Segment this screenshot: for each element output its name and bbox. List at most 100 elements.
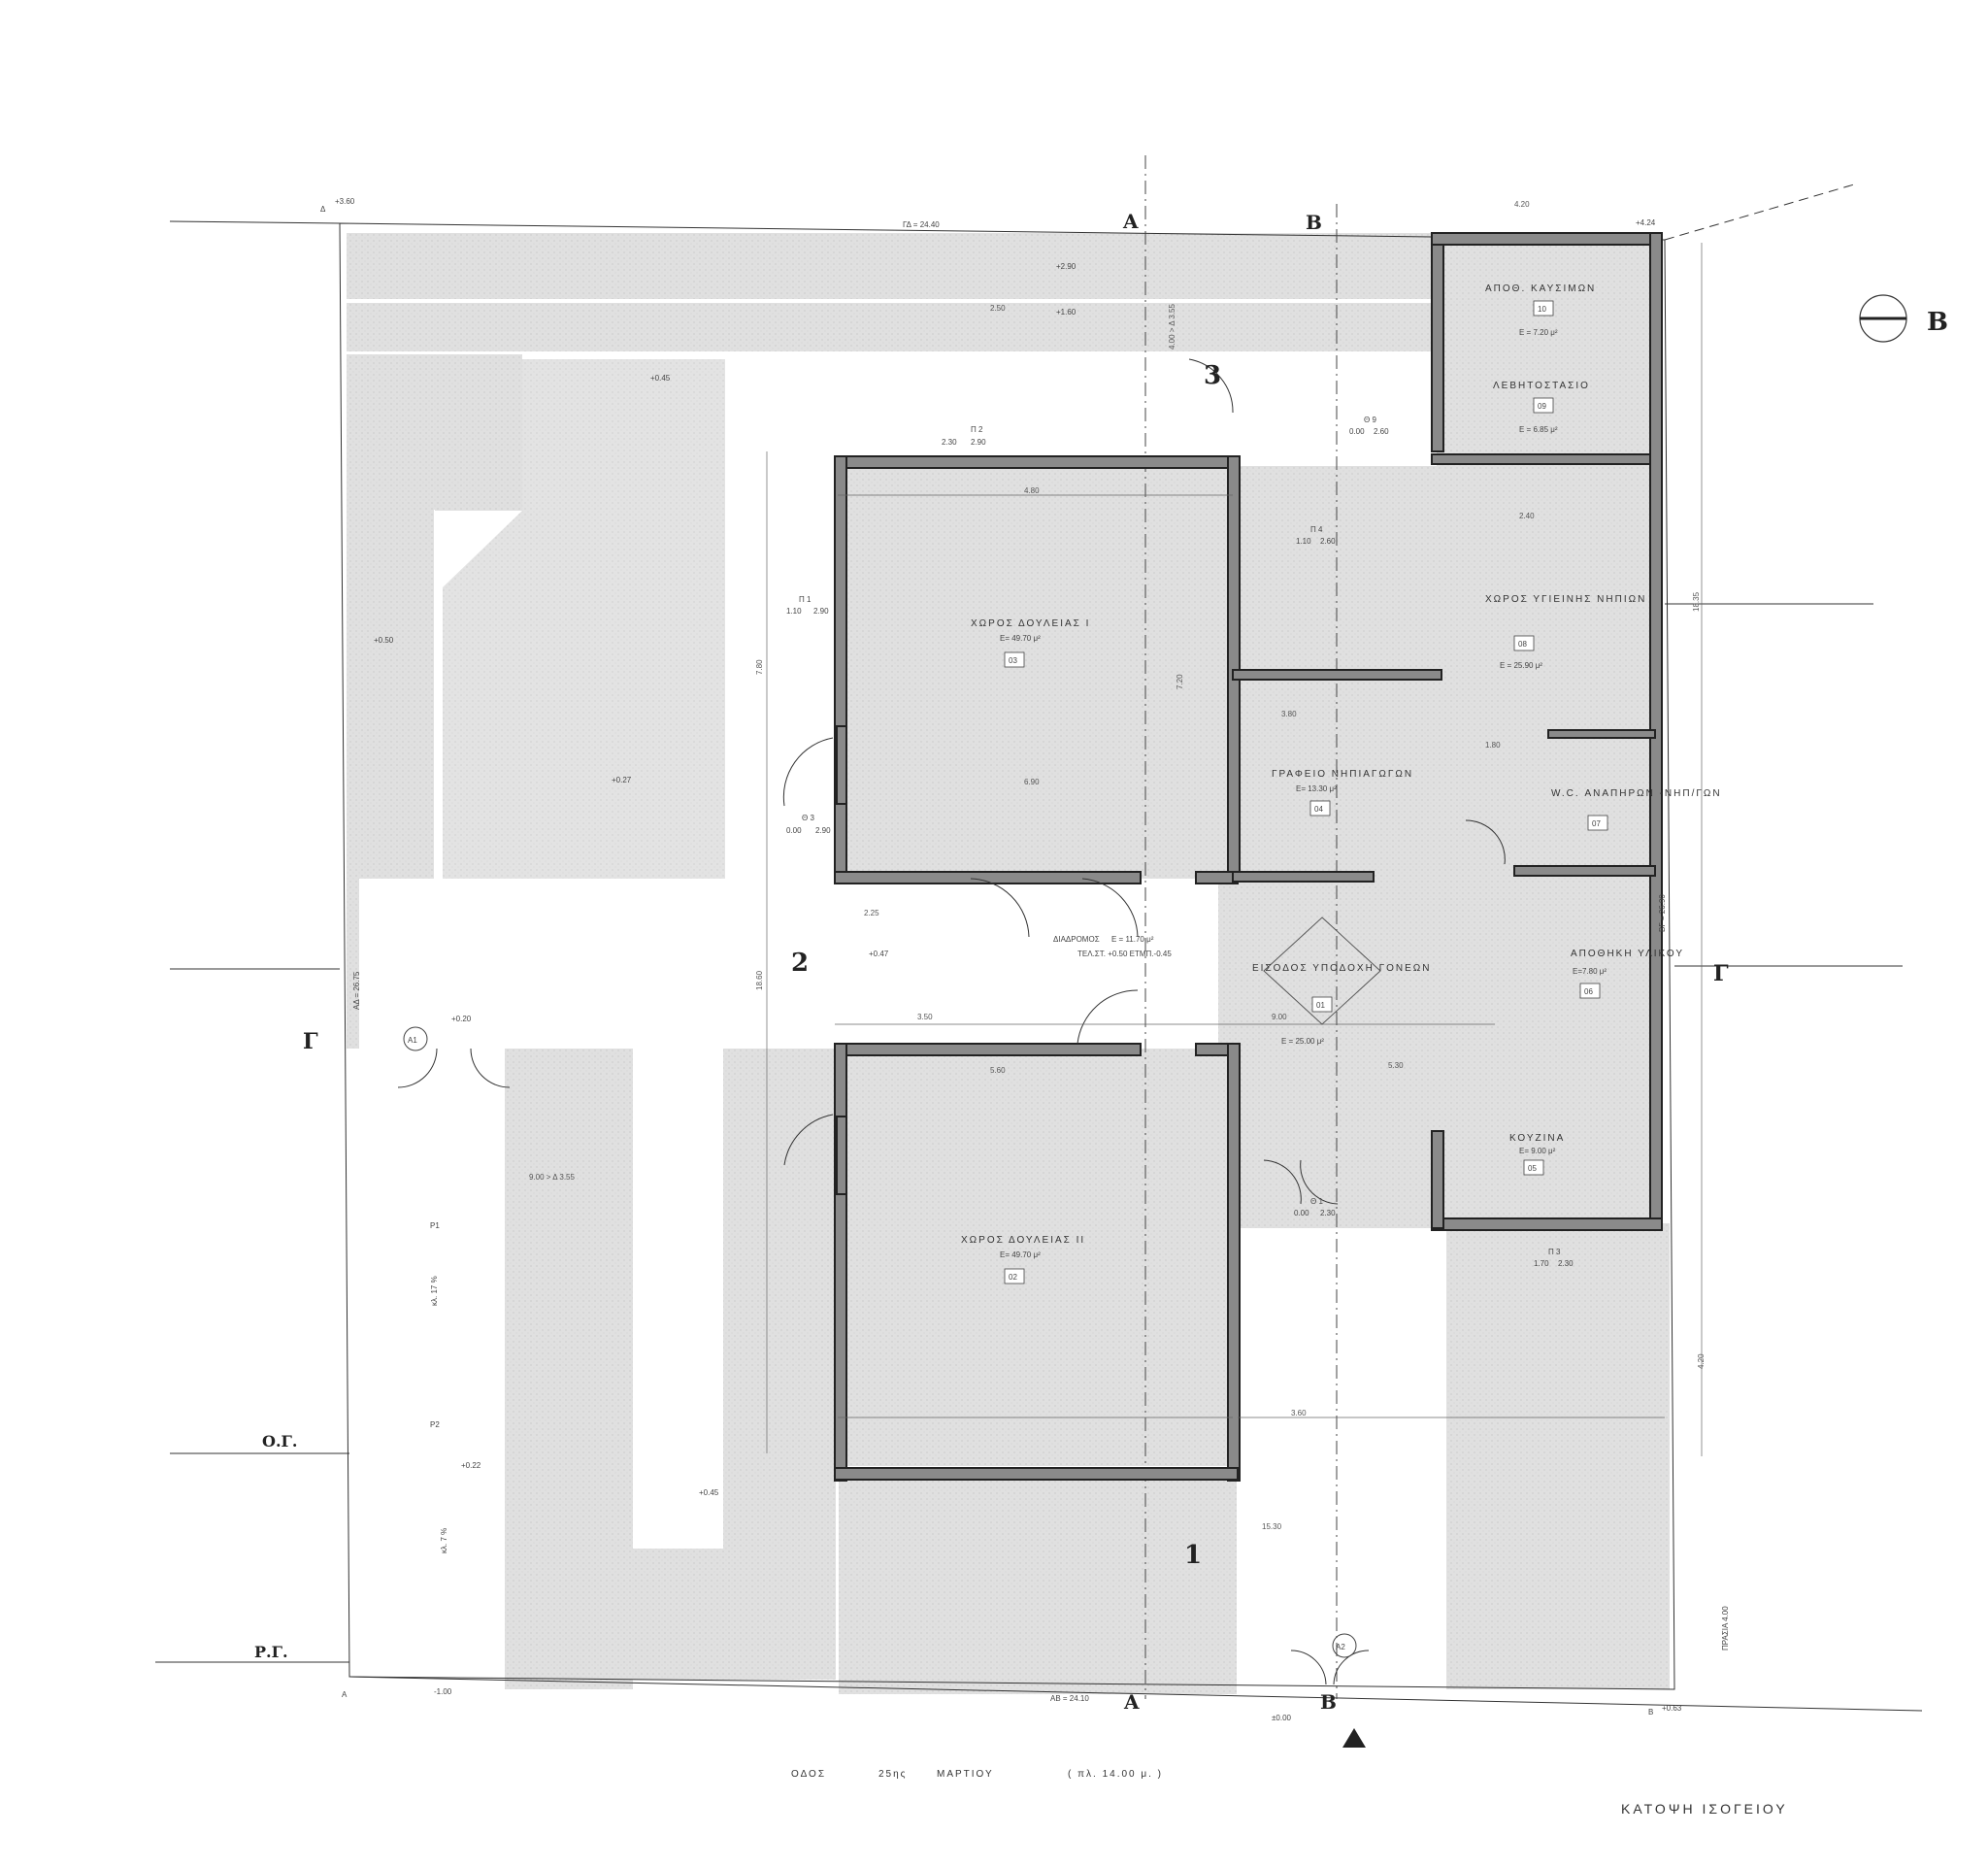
- svg-text:±0.00: ±0.00: [1272, 1714, 1292, 1722]
- rg-line-label: Ρ.Γ.: [254, 1643, 288, 1661]
- room-08: ΧΩΡΟΣ ΥΓΙΕΙΝΗΣ ΝΗΠΙΩΝ 08 Ε = 25.90 μ²: [1485, 594, 1646, 670]
- svg-text:6.90: 6.90: [1024, 778, 1040, 786]
- svg-text:Ε= 49.70 μ²: Ε= 49.70 μ²: [1000, 634, 1041, 643]
- corner-d: Δ: [320, 205, 326, 214]
- svg-text:01: 01: [1316, 1001, 1325, 1010]
- svg-text:Π 2: Π 2: [971, 425, 983, 434]
- section-b-top: Β: [1306, 211, 1322, 234]
- outdoor-number-3: 3: [1204, 361, 1221, 390]
- svg-text:Ε= 9.00 μ²: Ε= 9.00 μ²: [1519, 1147, 1556, 1155]
- entrance-arrow-icon: [1342, 1728, 1366, 1748]
- section-b-bottom: Β: [1320, 1690, 1337, 1714]
- svg-text:ΧΩΡΟΣ ΥΓΙΕΙΝΗΣ ΝΗΠΙΩΝ: ΧΩΡΟΣ ΥΓΙΕΙΝΗΣ ΝΗΠΙΩΝ: [1485, 594, 1646, 605]
- street-label: ΟΔΟΣ 25ης ΜΑΡΤΙΟΥ ( πλ. 14.00 μ. ): [791, 1769, 1163, 1780]
- svg-text:4.20: 4.20: [1514, 200, 1530, 209]
- svg-text:3.80: 3.80: [1281, 710, 1297, 718]
- svg-text:+0.22: +0.22: [461, 1461, 481, 1470]
- paved-areas: [347, 233, 1670, 1694]
- room-01: ΕΙΣΟΔΟΣ ΥΠΟΔΟΧΗ ΓΟΝΕΩΝ 01 Ε = 25.00 μ²: [1252, 917, 1431, 1046]
- svg-text:2.90: 2.90: [815, 826, 831, 835]
- svg-text:7.20: 7.20: [1176, 674, 1184, 689]
- svg-text:+1.60: +1.60: [1056, 308, 1077, 317]
- svg-text:Α1: Α1: [408, 1036, 417, 1045]
- svg-text:ΕΙΣΟΔΟΣ ΥΠΟΔΟΧΗ ΓΟΝΕΩΝ: ΕΙΣΟΔΟΣ ΥΠΟΔΟΧΗ ΓΟΝΕΩΝ: [1252, 963, 1431, 974]
- svg-text:+0.63: +0.63: [1662, 1704, 1682, 1713]
- svg-text:Θ 9: Θ 9: [1364, 416, 1376, 424]
- svg-text:2.60: 2.60: [1320, 537, 1336, 546]
- svg-text:+3.60: +3.60: [335, 197, 355, 206]
- opening-th1: Θ 1 0.00 2.30: [1294, 1197, 1336, 1217]
- svg-text:-1.00: -1.00: [434, 1687, 452, 1696]
- svg-text:ΛΕΒΗΤΟΣΤΑΣΙΟ: ΛΕΒΗΤΟΣΤΑΣΙΟ: [1493, 381, 1590, 391]
- svg-text:ΤΕΛ.ΣΤ. +0.50 ΕΤΜΠ.-0.45: ΤΕΛ.ΣΤ. +0.50 ΕΤΜΠ.-0.45: [1077, 950, 1172, 958]
- boundary-top: ΓΔ = 24.40: [903, 220, 940, 229]
- svg-text:0.00: 0.00: [786, 826, 802, 835]
- svg-text:0.00: 0.00: [1294, 1209, 1309, 1217]
- svg-text:2.30: 2.30: [942, 438, 957, 447]
- boundary-right: ΒΓ = 26.90: [1658, 894, 1667, 932]
- svg-text:3.50: 3.50: [917, 1013, 933, 1021]
- svg-text:Π 4: Π 4: [1310, 525, 1323, 534]
- svg-text:2.60: 2.60: [1374, 427, 1389, 436]
- svg-text:ΑΠΟΘ. ΚΑΥΣΙΜΩΝ: ΑΠΟΘ. ΚΑΥΣΙΜΩΝ: [1485, 283, 1596, 294]
- svg-text:2.50: 2.50: [990, 304, 1006, 313]
- svg-text:10: 10: [1538, 305, 1546, 314]
- svg-text:05: 05: [1528, 1164, 1537, 1173]
- corner-a: Α: [342, 1690, 348, 1699]
- opening-p2-top: Π 2 2.30 2.90: [942, 425, 986, 447]
- svg-text:Ε = 7.20 μ²: Ε = 7.20 μ²: [1519, 328, 1558, 337]
- svg-text:2.90: 2.90: [971, 438, 986, 447]
- level-markers: +3.60 +2.90 +1.60 +0.45 +0.50 +0.27 +0.4…: [335, 197, 1682, 1722]
- boundary-left: ΑΔ = 26.75: [352, 971, 361, 1010]
- svg-text:Ρ1: Ρ1: [430, 1221, 440, 1230]
- svg-text:ΧΩΡΟΣ ΔΟΥΛΕΙΑΣ Ι: ΧΩΡΟΣ ΔΟΥΛΕΙΑΣ Ι: [971, 618, 1090, 629]
- section-a-bottom: Α: [1123, 1690, 1140, 1714]
- room-06: ΑΠΟΘΗΚΗ ΥΛΙΚΟΥ Ε=7.80 μ² 06: [1571, 949, 1684, 999]
- section-lines: [1144, 155, 1338, 1699]
- svg-text:15.30: 15.30: [1262, 1522, 1282, 1531]
- svg-text:ΜΑΡΤΙΟΥ: ΜΑΡΤΙΟΥ: [937, 1769, 994, 1780]
- svg-text:3.60: 3.60: [1291, 1409, 1307, 1417]
- outdoor-number-1: 1: [1184, 1541, 1202, 1570]
- svg-text:2.40: 2.40: [1519, 512, 1535, 520]
- svg-text:+0.20: +0.20: [451, 1015, 472, 1023]
- svg-text:18.60: 18.60: [755, 970, 764, 990]
- svg-text:ΧΩΡΟΣ ΔΟΥΛΕΙΑΣ ΙΙ: ΧΩΡΟΣ ΔΟΥΛΕΙΑΣ ΙΙ: [961, 1235, 1085, 1246]
- svg-text:4.20: 4.20: [1697, 1353, 1706, 1369]
- svg-text:7.80: 7.80: [755, 659, 764, 675]
- svg-text:+0.47: +0.47: [869, 950, 889, 958]
- room-10: ΑΠΟΘ. ΚΑΥΣΙΜΩΝ 10 Ε = 7.20 μ²: [1485, 283, 1596, 337]
- svg-text:03: 03: [1009, 656, 1017, 665]
- od-line-label: Ο.Γ.: [262, 1432, 297, 1450]
- svg-text:5.60: 5.60: [990, 1066, 1006, 1075]
- north-arrow-icon: [1859, 294, 1907, 343]
- section-a-top: Α: [1122, 210, 1139, 233]
- section-g-left: Γ: [303, 1029, 318, 1054]
- room-04: ΓΡΑΦΕΙΟ ΝΗΠΙΑΓΩΓΩΝ Ε= 13.30 μ² 04: [1272, 769, 1411, 817]
- svg-text:( πλ. 14.00 μ. ): ( πλ. 14.00 μ. ): [1068, 1769, 1163, 1780]
- room-02: ΧΩΡΟΣ ΔΟΥΛΕΙΑΣ ΙΙ Ε= 49.70 μ² 02: [961, 1235, 1085, 1284]
- svg-text:Ε= 13.30 μ²: Ε= 13.30 μ²: [1296, 784, 1337, 793]
- room-07: W.C. ΑΝΑΠΗΡΩΝ -ΝΗΠ/ΓΩΝ 07: [1551, 788, 1720, 831]
- svg-text:1.70: 1.70: [1534, 1259, 1549, 1268]
- svg-text:ΑΠΟΘΗΚΗ ΥΛΙΚΟΥ: ΑΠΟΘΗΚΗ ΥΛΙΚΟΥ: [1571, 949, 1684, 959]
- parking: Ρ1 Ρ2 κλ. 17 % κλ. 7 % Α1 Α2: [403, 1026, 1357, 1658]
- svg-text:08: 08: [1518, 640, 1527, 649]
- svg-text:Θ 1: Θ 1: [1310, 1197, 1323, 1206]
- svg-text:+0.27: +0.27: [612, 776, 632, 784]
- opening-p1-top: Π 1 1.10 2.90: [786, 595, 829, 616]
- svg-text:κλ. 17 %: κλ. 17 %: [430, 1276, 439, 1306]
- room-09: ΛΕΒΗΤΟΣΤΑΣΙΟ 09 Ε = 6.85 μ²: [1493, 381, 1590, 434]
- svg-text:Α2: Α2: [1336, 1643, 1345, 1651]
- svg-text:1.10: 1.10: [1296, 537, 1311, 546]
- svg-text:Ε = 11.70 μ²: Ε = 11.70 μ²: [1111, 935, 1154, 944]
- drawing-title: ΚΑΤΟΨΗ ΙΣΟΓΕΙΟΥ: [1621, 1801, 1788, 1817]
- opening-th3-top: Θ 3 0.00 2.90: [786, 814, 831, 835]
- svg-text:+0.45: +0.45: [699, 1488, 719, 1497]
- svg-text:Ε = 6.85 μ²: Ε = 6.85 μ²: [1519, 425, 1558, 434]
- dimension-texts: 4.80 6.90 7.80 7.20 5.60 3.60 2.25 3.50 …: [529, 200, 1706, 1531]
- svg-text:+2.90: +2.90: [1056, 262, 1077, 271]
- room-05: ΚΟΥΖΙΝΑ Ε= 9.00 μ² 05: [1509, 1133, 1563, 1176]
- opening-p4: Π 4 1.10 2.60: [1296, 525, 1336, 546]
